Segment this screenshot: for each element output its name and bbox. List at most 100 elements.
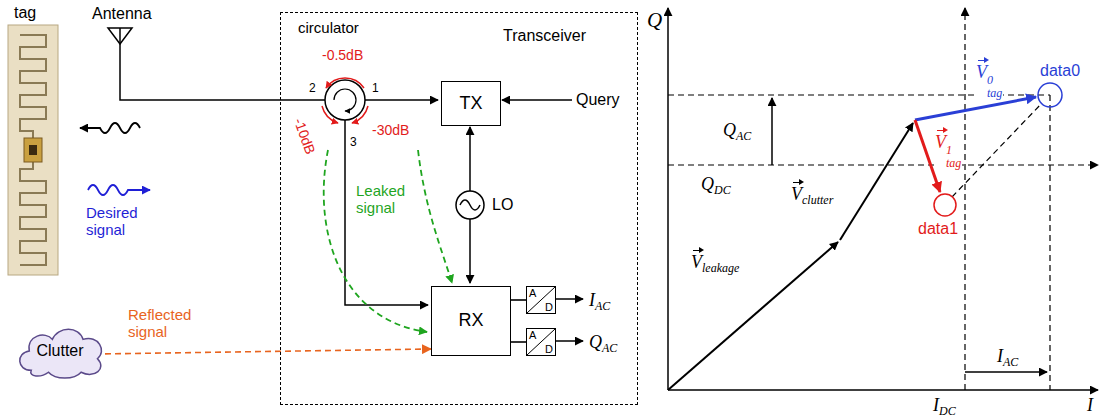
clutter-cloud: Clutter [12,322,108,380]
subscript: AC [736,129,751,143]
symbol-base: V [976,62,987,83]
annotation-label: 1 [372,82,379,96]
antenna-symbol [108,28,325,100]
circulator-symbol [334,89,356,111]
oscillator-symbol [469,127,471,191]
signal-symbol: QAC [588,328,618,356]
backscatter-wave [80,123,140,133]
symbol-base: I [933,395,939,415]
tx-box: TX [441,81,501,126]
annotation-label: 3 [350,136,357,150]
subscript: DC [939,404,956,418]
cloud-outline [20,329,102,378]
subscript: tag [987,87,1002,100]
reference-line [668,8,1098,390]
annotation-label: data0 [1040,62,1080,80]
iq-axes [667,8,669,390]
backscatter-wave [80,123,150,195]
annotation-label: 2 [309,82,316,96]
adc-box: AD [526,286,556,314]
node-label: TX [459,94,482,114]
symbol-base: Q [723,120,736,140]
annotation-label: -30dB [372,122,409,138]
circulator-symbol [345,120,428,305]
isolation-arrow [352,106,368,123]
signal-line [105,349,431,354]
signal-vector [840,123,913,240]
leakage-path [324,150,427,332]
circulator-symbol [365,99,438,101]
signal-vector [915,97,1036,120]
symbol-base: I [589,290,595,310]
symbol-circle [934,194,956,216]
rfid-tag [29,145,37,155]
annotation-label: -10dB [291,116,319,157]
annotation-label: Antenna [92,5,152,23]
antenna-symbol [120,28,325,100]
signal-symbol: IAC [588,286,611,314]
node-label: A [529,287,536,299]
circulator-symbol [325,80,365,120]
isolation-arrow [326,78,364,88]
signal-symbol: IDC [932,391,957,419]
oscillator-symbol [456,191,484,219]
signal-symbol: Vtag0 [975,58,1003,99]
reference-line [668,164,1098,165]
rfid-tag [24,138,42,162]
edge-label: Reflected signal [128,306,208,341]
adc-box: AD [526,328,556,356]
iq-axes [668,8,1098,390]
signal-wire [502,100,583,341]
signal-vector [668,242,838,390]
annotation-label: tag [14,4,36,22]
symbol-base: V [691,252,702,273]
subscript: leakage [702,261,739,275]
leakage-path [418,150,452,283]
node-label: Transceiver [503,27,586,45]
annotation-label: I [1086,391,1094,416]
annotation-label: LO [492,196,513,214]
subscript: AC [595,299,610,313]
symbol-base: Q [589,332,602,352]
rfid-tag [8,25,58,275]
dimension-arrow [965,371,1047,373]
rfid-tag [20,162,46,265]
annotation-label: Leaked signal [356,182,412,217]
signal-line [511,299,526,301]
index-stack: tag0 [987,74,1002,99]
isolation-arrow [322,106,338,123]
oscillator-symbol [456,127,484,283]
annotation-label: circulator [298,19,359,36]
signal-vector [668,97,1036,390]
node-label: D [545,343,553,355]
annotation-label: data1 [918,220,958,238]
node-label: Clutter [36,342,83,360]
annotation-label: -0.5dB [322,47,363,63]
node-label: RX [458,311,483,331]
signal-symbol: Vleakage [690,248,740,276]
dimension-arrow [771,98,773,165]
annotation-label: Desired signal [86,204,150,239]
rx-box: RX [431,286,511,356]
adc-divider [527,329,555,355]
subscript: clutter [802,193,833,207]
subscript: tag [946,157,961,170]
symbol-base: Q [701,174,714,194]
node-label: D [545,301,553,313]
signal-symbol: Vclutter [790,180,834,208]
signal-wire [555,298,583,300]
isolation-arrow [322,78,368,123]
symbol-base: I [997,346,1003,366]
signal-symbol: IAC [996,342,1019,370]
rfid-tag [20,35,46,138]
reference-line [964,8,965,390]
signal-symbol: QAC [722,116,752,144]
oscillator-symbol [469,219,471,283]
annotation-label: Q [646,4,663,32]
symbol-base: V [935,132,946,153]
adc-divider [527,287,555,313]
annotation-label: Query [576,91,620,109]
symbol-circle [934,83,1062,216]
